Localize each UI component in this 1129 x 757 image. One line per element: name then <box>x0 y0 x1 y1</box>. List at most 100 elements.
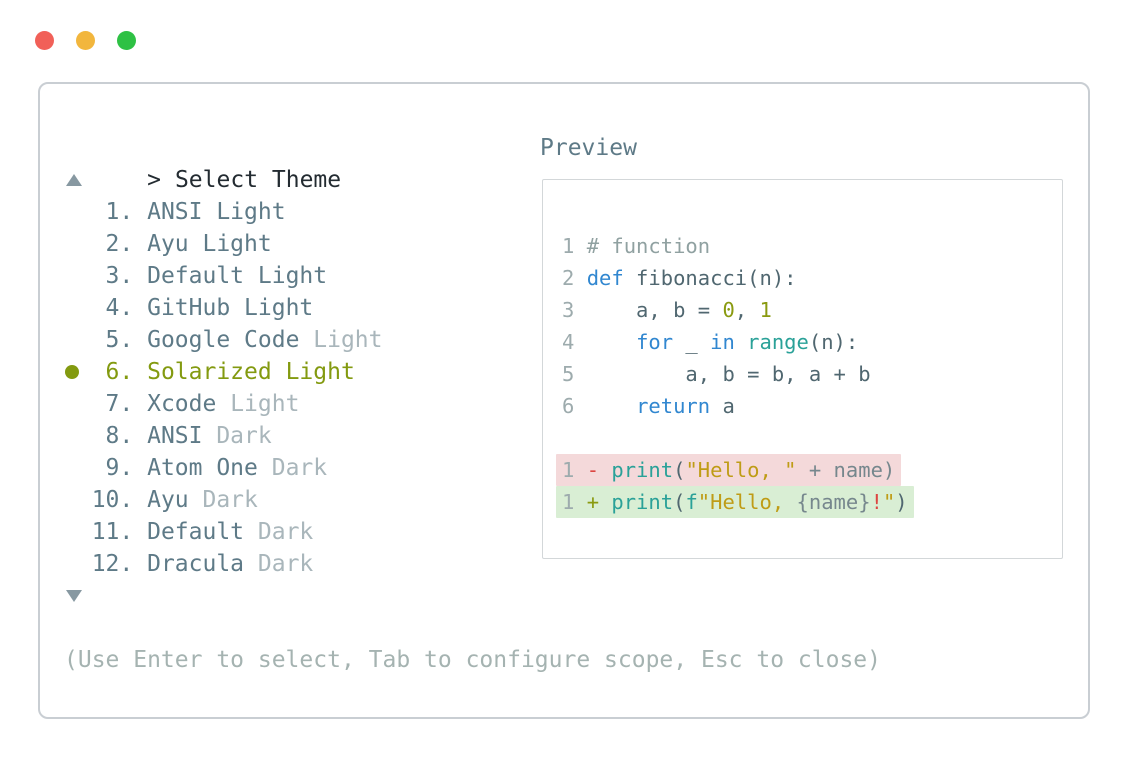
scroll-up-indicator[interactable] <box>66 164 82 196</box>
theme-option[interactable]: 4. GitHub Light <box>64 292 383 324</box>
code-token: a, b = b, a + b <box>586 362 871 386</box>
theme-option-name: Default <box>147 263 245 289</box>
code-token <box>587 394 636 418</box>
code-line: 3 a, b = 0, 1 <box>562 294 914 326</box>
chevron-down-icon <box>66 590 82 602</box>
theme-option-number: 10. <box>64 487 148 513</box>
theme-option-variant: Dark <box>244 519 314 545</box>
theme-option[interactable]: 5. Google Code Light <box>64 324 383 356</box>
line-number: 5 <box>562 362 587 386</box>
code-token: " <box>882 490 896 514</box>
theme-option-name: Dracula <box>147 551 245 577</box>
theme-option[interactable]: 12. Dracula Dark <box>64 548 383 580</box>
code-token: def <box>586 266 624 290</box>
theme-option-variant: Light <box>271 359 355 385</box>
line-number: 4 <box>562 330 587 354</box>
code-token: for <box>636 330 674 354</box>
code-line: 5 a, b = b, a + b <box>562 358 914 390</box>
code-line: 1 - print("Hello, " + name) <box>556 454 914 486</box>
theme-list: 1. ANSI Light 2. Ayu Light 3. Default Li… <box>64 196 383 580</box>
minimize-window-icon[interactable] <box>76 31 95 50</box>
close-window-icon[interactable] <box>35 31 54 50</box>
theme-option-variant: Dark <box>202 423 272 449</box>
line-number: 3 <box>562 298 587 322</box>
theme-option-name: Solarized <box>147 359 272 385</box>
code-token: # function <box>586 234 711 258</box>
preview-label: Preview <box>540 135 637 161</box>
code-token: range <box>747 330 809 354</box>
code-token <box>735 330 747 354</box>
code-line: 2 def fibonacci(n): <box>562 262 914 294</box>
theme-option-variant: Light <box>216 391 300 417</box>
theme-option[interactable]: 1. ANSI Light <box>64 196 383 228</box>
theme-option[interactable]: 6. Solarized Light <box>64 356 383 388</box>
theme-option[interactable]: 10. Ayu Dark <box>64 484 383 516</box>
code-line: 6 return a <box>562 390 914 422</box>
theme-option-name: Xcode <box>147 391 217 417</box>
theme-option[interactable]: 3. Default Light <box>64 260 383 292</box>
scroll-down-indicator[interactable] <box>66 580 82 612</box>
theme-option-name: Google Code <box>147 327 300 353</box>
theme-picker-window: > Select Theme 1. ANSI Light 2. Ayu Light… <box>38 82 1090 719</box>
code-token: ( <box>673 458 686 482</box>
theme-option-name: ANSI <box>147 199 203 225</box>
theme-option-number: 2. <box>64 231 148 257</box>
maximize-window-icon[interactable] <box>117 31 136 50</box>
theme-option-number: 9. <box>64 455 148 481</box>
code-token: {name} <box>796 490 871 514</box>
theme-option-variant: Light <box>188 231 272 257</box>
code-line: 1 + print(f"Hello, {name}!") <box>556 486 914 518</box>
code-token: - <box>586 458 600 482</box>
theme-option-number: 12. <box>64 551 148 577</box>
code-token: + name) <box>796 458 896 482</box>
theme-option-number: 4. <box>64 295 148 321</box>
theme-option-variant: Dark <box>257 455 328 481</box>
code-token: print <box>611 490 674 514</box>
line-number: 1 <box>562 234 587 258</box>
theme-option-number: 6. <box>64 359 148 385</box>
code-line: 4 for _ in range(n): <box>562 326 914 358</box>
code-token: in <box>710 330 735 354</box>
theme-option[interactable]: 9. Atom One Dark <box>64 452 383 484</box>
code-token: a <box>710 394 735 418</box>
theme-option-number: 3. <box>64 263 148 289</box>
theme-option-variant: Dark <box>244 551 314 577</box>
theme-option-name: GitHub <box>147 295 231 321</box>
code-token: 1 <box>759 298 772 322</box>
code-token: ( <box>673 490 686 514</box>
theme-option-variant: Light <box>244 263 328 289</box>
theme-option-number: 11. <box>64 519 148 545</box>
code-token: "Hello, " <box>685 458 797 482</box>
code-token: return <box>636 394 711 418</box>
code-token: , <box>734 298 760 322</box>
code-token: ) <box>895 490 908 514</box>
theme-option-name: Ayu <box>147 231 189 257</box>
code-token: f <box>685 490 698 514</box>
selected-bullet-icon <box>65 365 79 379</box>
theme-option[interactable]: 7. Xcode Light <box>64 388 383 420</box>
theme-option-name: Default <box>147 519 245 545</box>
theme-option-number: 7. <box>64 391 148 417</box>
theme-option-name: ANSI <box>147 423 203 449</box>
code-token: fibonacci(n): <box>623 266 797 290</box>
theme-option-name: Atom One <box>147 455 258 481</box>
code-token: _ <box>673 330 711 354</box>
line-number: 1 <box>562 458 587 482</box>
page-title: Select Theme <box>174 167 342 193</box>
theme-option-name: Ayu <box>147 487 189 513</box>
theme-option-number: 8. <box>64 423 148 449</box>
footer-hint: (Use Enter to select, Tab to configure s… <box>64 647 881 673</box>
code-token <box>587 330 636 354</box>
theme-option[interactable]: 11. Default Dark <box>64 516 383 548</box>
theme-option[interactable]: 8. ANSI Dark <box>64 420 383 452</box>
prompt-caret: > <box>147 167 161 193</box>
code-token: a, b = <box>586 298 723 322</box>
code-line <box>562 422 914 454</box>
theme-option[interactable]: 2. Ayu Light <box>64 228 383 260</box>
theme-option-number: 5. <box>64 327 148 353</box>
line-number: 6 <box>562 394 587 418</box>
prompt: > Select Theme <box>64 132 341 193</box>
